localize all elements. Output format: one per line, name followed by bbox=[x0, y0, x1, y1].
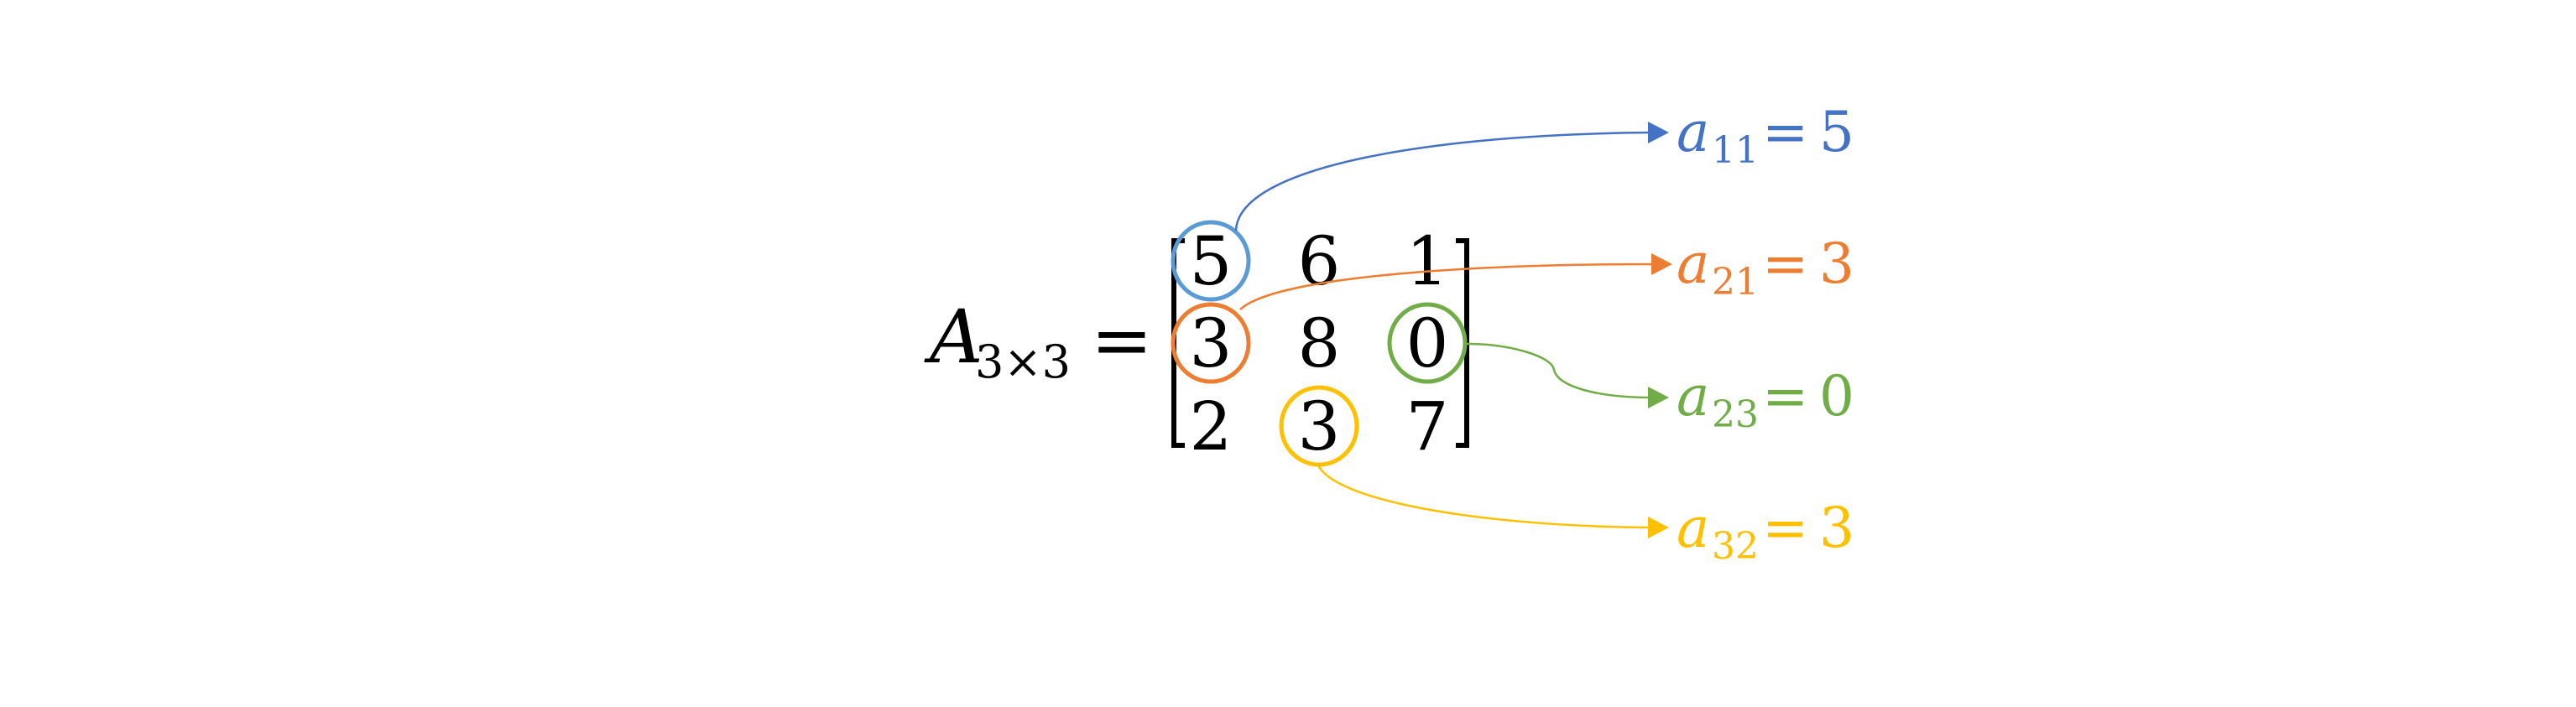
arrow-line bbox=[1466, 342, 1654, 399]
label-value: 3 bbox=[1819, 231, 1854, 296]
highlight-circles bbox=[1171, 220, 1468, 467]
label-value: 0 bbox=[1819, 364, 1854, 429]
highlight-circle bbox=[1171, 302, 1251, 384]
arrows bbox=[1234, 122, 1672, 538]
matrix-cell: 3 bbox=[1298, 387, 1341, 465]
arrow-head-icon bbox=[1648, 387, 1669, 408]
arrow-line bbox=[1239, 263, 1656, 310]
highlight-circle bbox=[1387, 302, 1468, 384]
label-equals: = bbox=[1762, 100, 1808, 164]
matrix-label: A 3×3 = bbox=[924, 294, 1153, 388]
label-index: 23 bbox=[1712, 393, 1759, 436]
arrow-head-icon bbox=[1648, 517, 1669, 538]
matrix-dimension: 3×3 bbox=[975, 335, 1071, 388]
matrix-cell: 1 bbox=[1406, 222, 1449, 300]
highlight-circle bbox=[1279, 385, 1359, 467]
highlight-circle bbox=[1171, 220, 1251, 302]
matrix-name: A bbox=[924, 294, 983, 380]
label-equals: = bbox=[1762, 364, 1808, 429]
label-value: 5 bbox=[1819, 100, 1854, 164]
equals-sign: = bbox=[1091, 297, 1153, 383]
matrix-cell: 6 bbox=[1298, 222, 1341, 300]
arrow-head-icon bbox=[1648, 122, 1669, 143]
label-letter: a bbox=[1676, 364, 1709, 429]
matrix-cell: 7 bbox=[1406, 387, 1449, 465]
matrix-cell: 8 bbox=[1298, 304, 1341, 382]
label-index: 11 bbox=[1712, 129, 1759, 172]
matrix-cell: 0 bbox=[1406, 304, 1449, 382]
label-letter: a bbox=[1676, 496, 1709, 560]
matrix-cell: 5 bbox=[1190, 222, 1233, 300]
label-value: 3 bbox=[1819, 496, 1854, 560]
matrix-cell: 3 bbox=[1190, 304, 1233, 382]
label-equals: = bbox=[1762, 231, 1808, 296]
label-letter: a bbox=[1676, 100, 1709, 164]
matrix-cell: 2 bbox=[1190, 387, 1233, 465]
label-letter: a bbox=[1676, 231, 1709, 296]
label-index: 21 bbox=[1712, 261, 1759, 304]
arrow-head-icon bbox=[1651, 253, 1672, 275]
arrow-line bbox=[1234, 131, 1654, 231]
label-equals: = bbox=[1762, 496, 1808, 560]
label-index: 32 bbox=[1712, 525, 1759, 568]
arrow-line bbox=[1316, 463, 1654, 529]
